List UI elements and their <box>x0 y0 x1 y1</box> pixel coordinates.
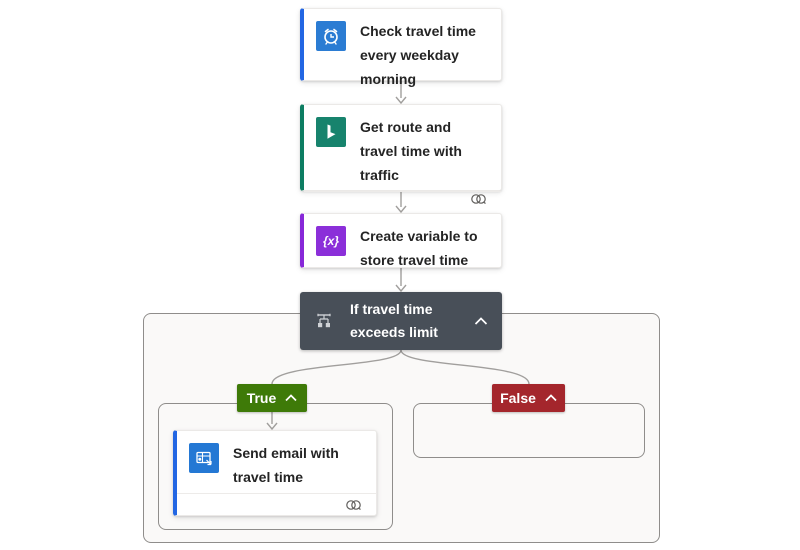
condition-collapse-button[interactable] <box>470 315 492 328</box>
true-branch-badge[interactable]: True <box>237 384 307 412</box>
recurrence-clock-icon <box>316 21 346 51</box>
action-card-get-route[interactable]: Get route and travel time with traffic <box>300 104 502 204</box>
create-variable-card-label: Create variable to store travel time <box>360 228 478 268</box>
false-branch-label: False <box>500 390 536 406</box>
action-card-send-email[interactable]: Send email with travel time <box>173 430 377 516</box>
trigger-card-check-travel-time[interactable]: Check travel time every weekday morning <box>300 8 502 87</box>
connector-arrow <box>395 81 407 104</box>
linked-connection-icon <box>346 499 361 510</box>
action-card-create-variable[interactable]: {x} Create variable to store travel time <box>300 213 502 268</box>
condition-card-label: If travel time exceeds limit <box>350 301 438 340</box>
create-variable-card-body: {x} Create variable to store travel time <box>304 214 501 276</box>
send-email-card-footer <box>177 493 376 515</box>
chevron-up-icon <box>545 394 557 402</box>
get-route-card-footer <box>304 191 501 206</box>
connector-arrow <box>395 191 407 213</box>
chevron-up-icon <box>285 394 297 402</box>
get-route-card-label: Get route and travel time with traffic <box>360 119 462 183</box>
true-branch-label: True <box>246 390 277 406</box>
false-branch-container <box>413 403 645 458</box>
chevron-up-icon <box>474 316 488 325</box>
connector-arrow <box>395 268 407 292</box>
connector-arrow <box>266 412 278 430</box>
outlook-mail-icon <box>189 443 219 473</box>
condition-branch-icon <box>317 313 331 328</box>
send-email-card-label: Send email with travel time <box>233 445 339 485</box>
trigger-card-label: Check travel time every weekday morning <box>360 23 476 87</box>
get-route-card-body: Get route and travel time with traffic <box>304 105 501 191</box>
variable-braces-icon: {x} <box>316 226 346 256</box>
send-email-card-body: Send email with travel time <box>177 431 376 493</box>
branch-split-connectors <box>271 350 530 384</box>
bing-maps-icon <box>316 117 346 147</box>
false-branch-badge[interactable]: False <box>492 384 565 412</box>
trigger-card-body: Check travel time every weekday morning <box>304 9 501 95</box>
linked-connection-icon <box>471 194 486 204</box>
condition-card-if-travel-time[interactable]: If travel time exceeds limit <box>300 292 502 350</box>
